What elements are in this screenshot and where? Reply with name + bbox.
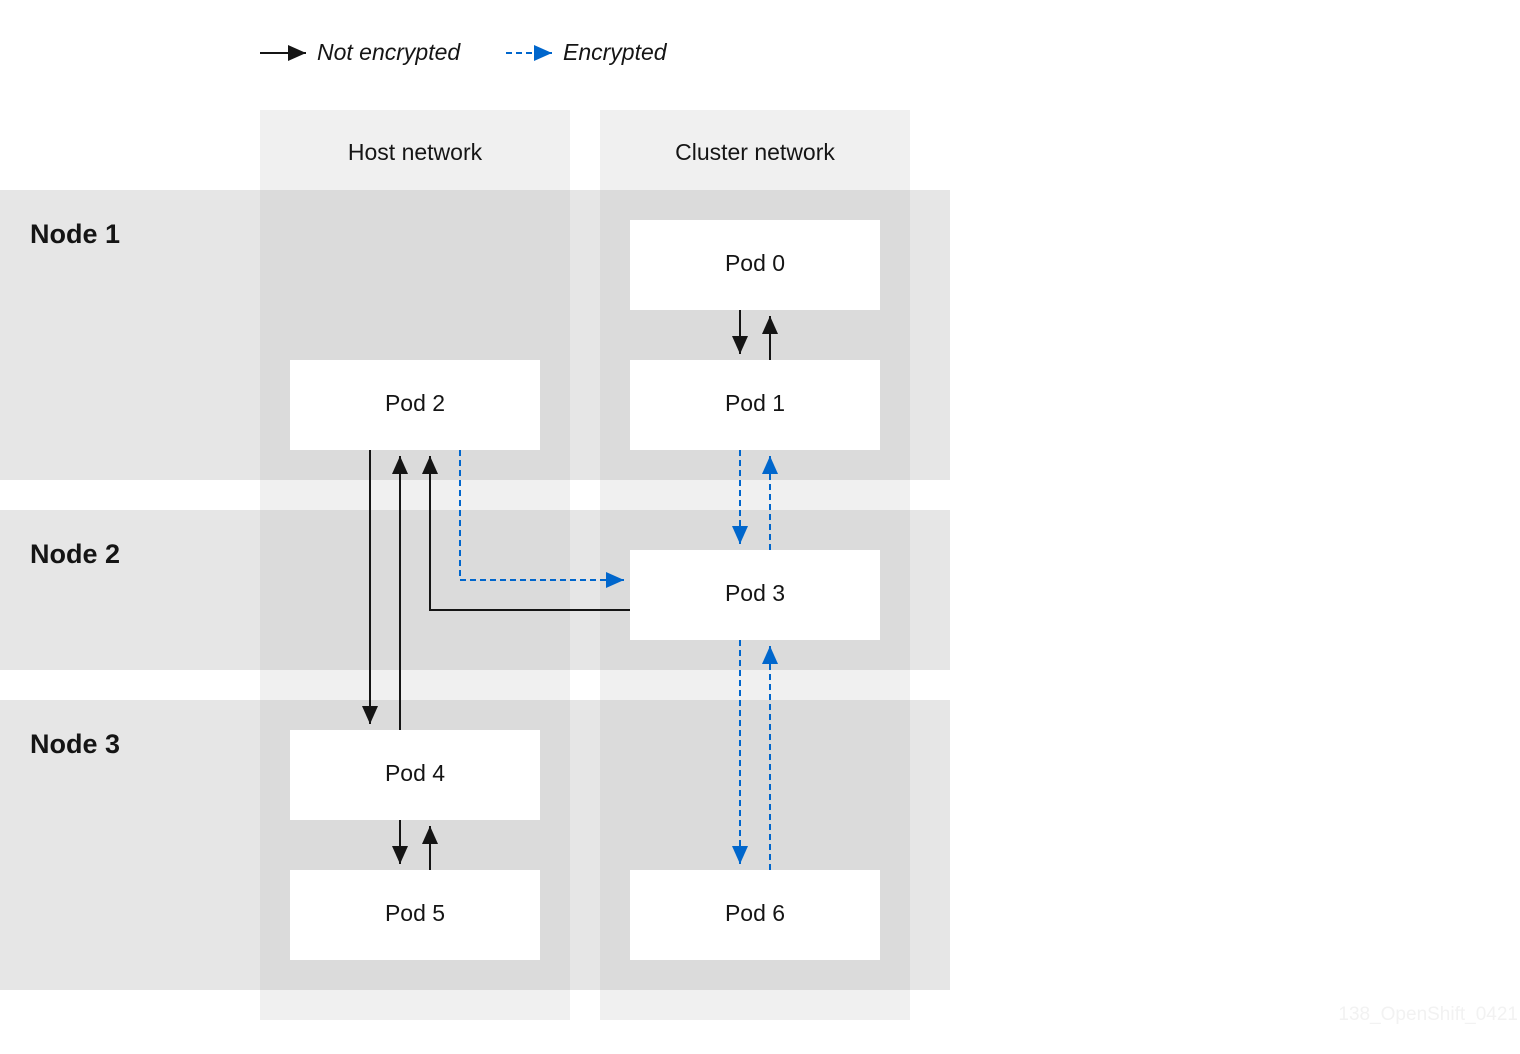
cluster-network-label: Cluster network [675, 139, 835, 165]
pod-1: Pod 1 [630, 360, 880, 450]
node-1-label: Node 1 [30, 219, 120, 249]
pod-3: Pod 3 [630, 550, 880, 640]
arrow-pod2-to-pod3 [459, 450, 624, 588]
pod-4-label: Pod 4 [385, 760, 445, 786]
legend-encrypted-label: Encrypted [563, 39, 668, 65]
pod-2-label: Pod 2 [385, 390, 445, 416]
pod-1-label: Pod 1 [725, 390, 785, 416]
pod-3-label: Pod 3 [725, 580, 785, 606]
diagram-watermark: 138_OpenShift_0421 [1338, 1004, 1518, 1025]
host-network-label: Host network [348, 139, 483, 165]
pod-0: Pod 0 [630, 220, 880, 310]
pod-4: Pod 4 [290, 730, 540, 820]
pod-2: Pod 2 [290, 360, 540, 450]
not-encrypted-arrows [362, 310, 778, 870]
legend-not-encrypted-label: Not encrypted [317, 39, 461, 65]
node-2-label: Node 2 [30, 539, 120, 569]
pod-6-label: Pod 6 [725, 900, 785, 926]
pod-5-label: Pod 5 [385, 900, 445, 926]
pod-0-label: Pod 0 [725, 250, 785, 276]
legend: Not encrypted Encrypted [260, 39, 668, 65]
node-3-label: Node 3 [30, 729, 120, 759]
arrow-pod3-to-pod2 [422, 456, 630, 611]
pod-6: Pod 6 [630, 870, 880, 960]
encrypted-arrows [459, 450, 778, 870]
pod-5: Pod 5 [290, 870, 540, 960]
